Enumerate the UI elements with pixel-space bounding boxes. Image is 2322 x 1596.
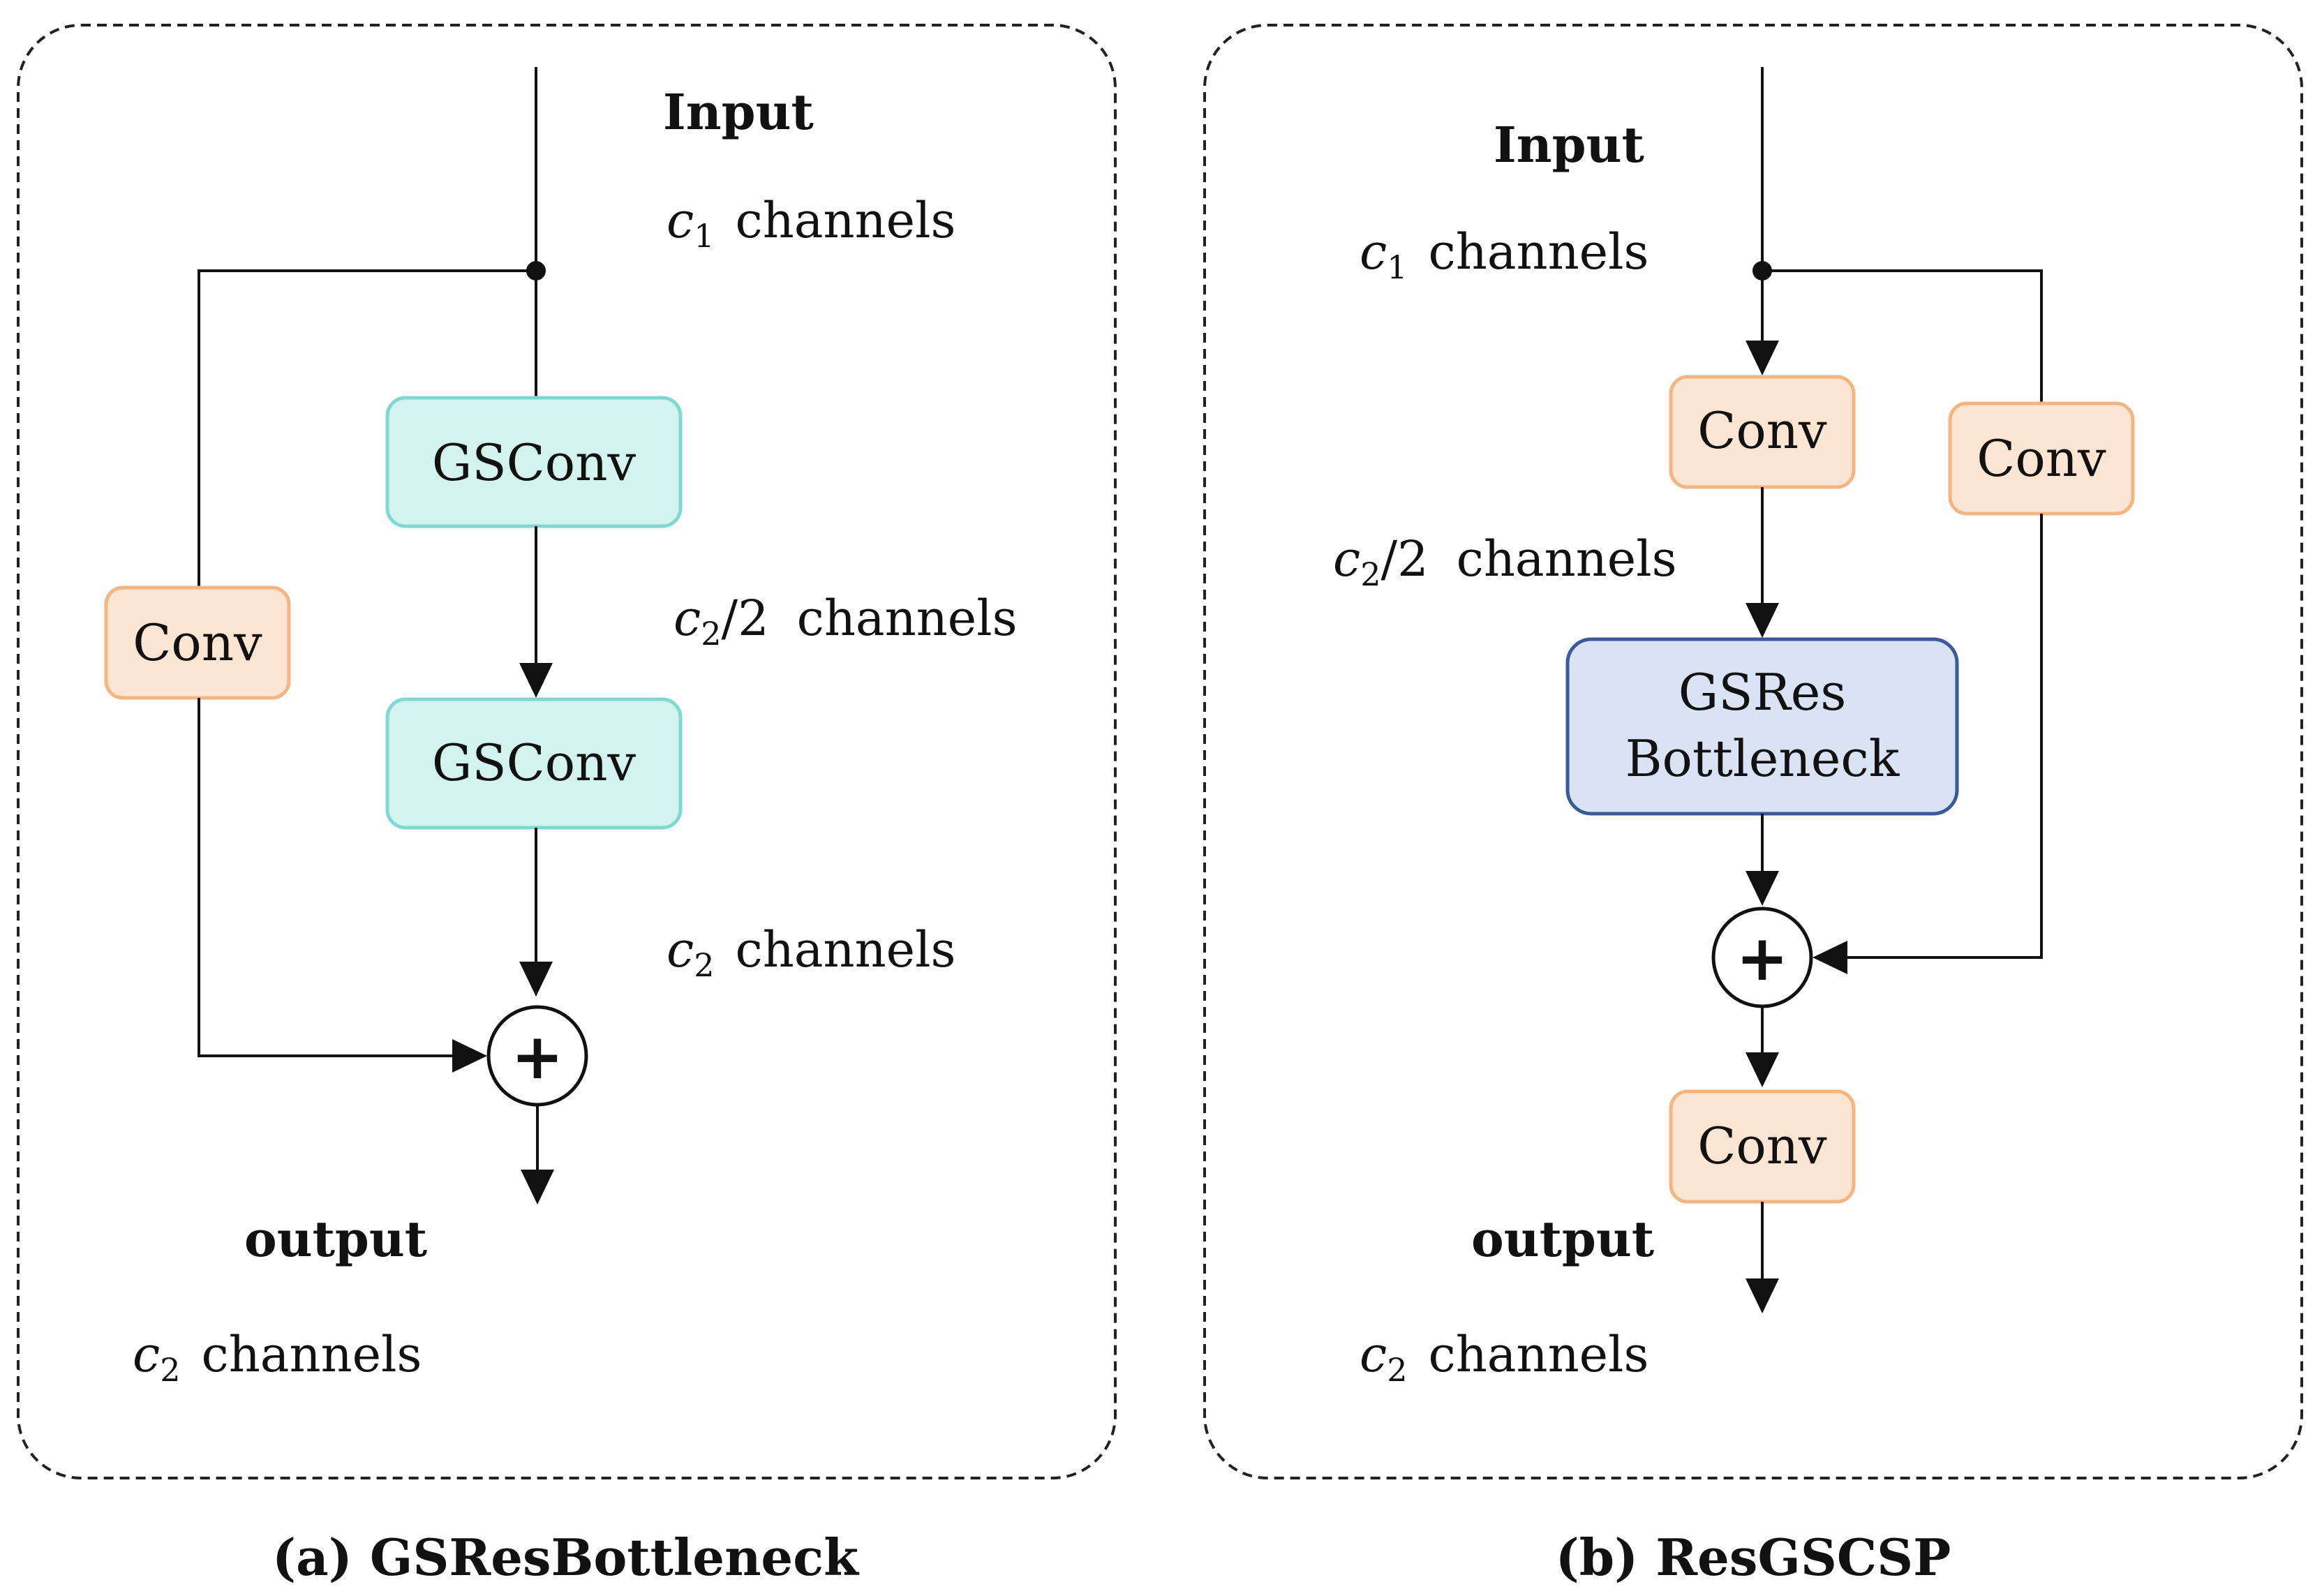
panel-b-output-label: output bbox=[1471, 1210, 1654, 1268]
panel-a-gsconv-bottom-label: GSConv bbox=[432, 733, 637, 792]
panel-a-arrowhead-2 bbox=[519, 962, 553, 997]
panel-a-plus-icon: + bbox=[511, 1020, 563, 1094]
panel-b-gsres-line1: GSRes bbox=[1679, 663, 1847, 722]
panel-a-gsconv-bottom-box bbox=[385, 697, 683, 830]
panel-a-conv-label: Conv bbox=[133, 613, 262, 672]
panel-b-plus-icon: + bbox=[1736, 922, 1788, 995]
panel-b-arrowhead-2 bbox=[1746, 603, 1779, 638]
panel-b-arrowhead-4 bbox=[1813, 941, 1847, 974]
panel-b-gsres-line2: Bottleneck bbox=[1625, 729, 1900, 788]
panel-b-arrowhead-3 bbox=[1746, 871, 1779, 906]
panel-b-arrowhead-5 bbox=[1746, 1052, 1779, 1087]
panel-b-conv-top-label: Conv bbox=[1697, 401, 1827, 460]
panel-a-output-label: output bbox=[244, 1210, 427, 1268]
panel-b-caption: (b) ResGSCSP bbox=[1556, 1528, 1951, 1587]
panel-a-conv-plus-line bbox=[198, 698, 452, 1057]
panel-b-border bbox=[1203, 24, 2303, 1479]
panel-a-arrowhead-3 bbox=[452, 1039, 487, 1073]
panel-b: Conv GSRes Bottleneck Conv + Conv Input bbox=[1203, 24, 2303, 1587]
panel-b-conv-bottom-label: Conv bbox=[1697, 1117, 1827, 1175]
panel-b-input-label: Input bbox=[1494, 116, 1644, 174]
panel-a-input-label: Input bbox=[663, 83, 814, 141]
panel-a-arrowhead-4 bbox=[521, 1170, 554, 1205]
panel-a-caption: (a) GSResBottleneck bbox=[272, 1528, 860, 1587]
panel-b-branch-line bbox=[1762, 269, 2043, 403]
panel-a-gsconv-top-box bbox=[385, 396, 683, 528]
panel-a-border bbox=[17, 24, 1117, 1479]
panel-a-arrowhead-1 bbox=[519, 663, 553, 698]
panel-a-branch-line bbox=[198, 269, 536, 588]
panel-a-gsconv-top-label: GSConv bbox=[432, 433, 637, 492]
panel-b-arrowhead-1 bbox=[1746, 341, 1779, 375]
panel-b-conv-plus-line bbox=[1846, 514, 2043, 959]
panel-b-arrowhead-6 bbox=[1746, 1278, 1779, 1313]
panel-b-conv-side-label: Conv bbox=[1977, 429, 2106, 488]
